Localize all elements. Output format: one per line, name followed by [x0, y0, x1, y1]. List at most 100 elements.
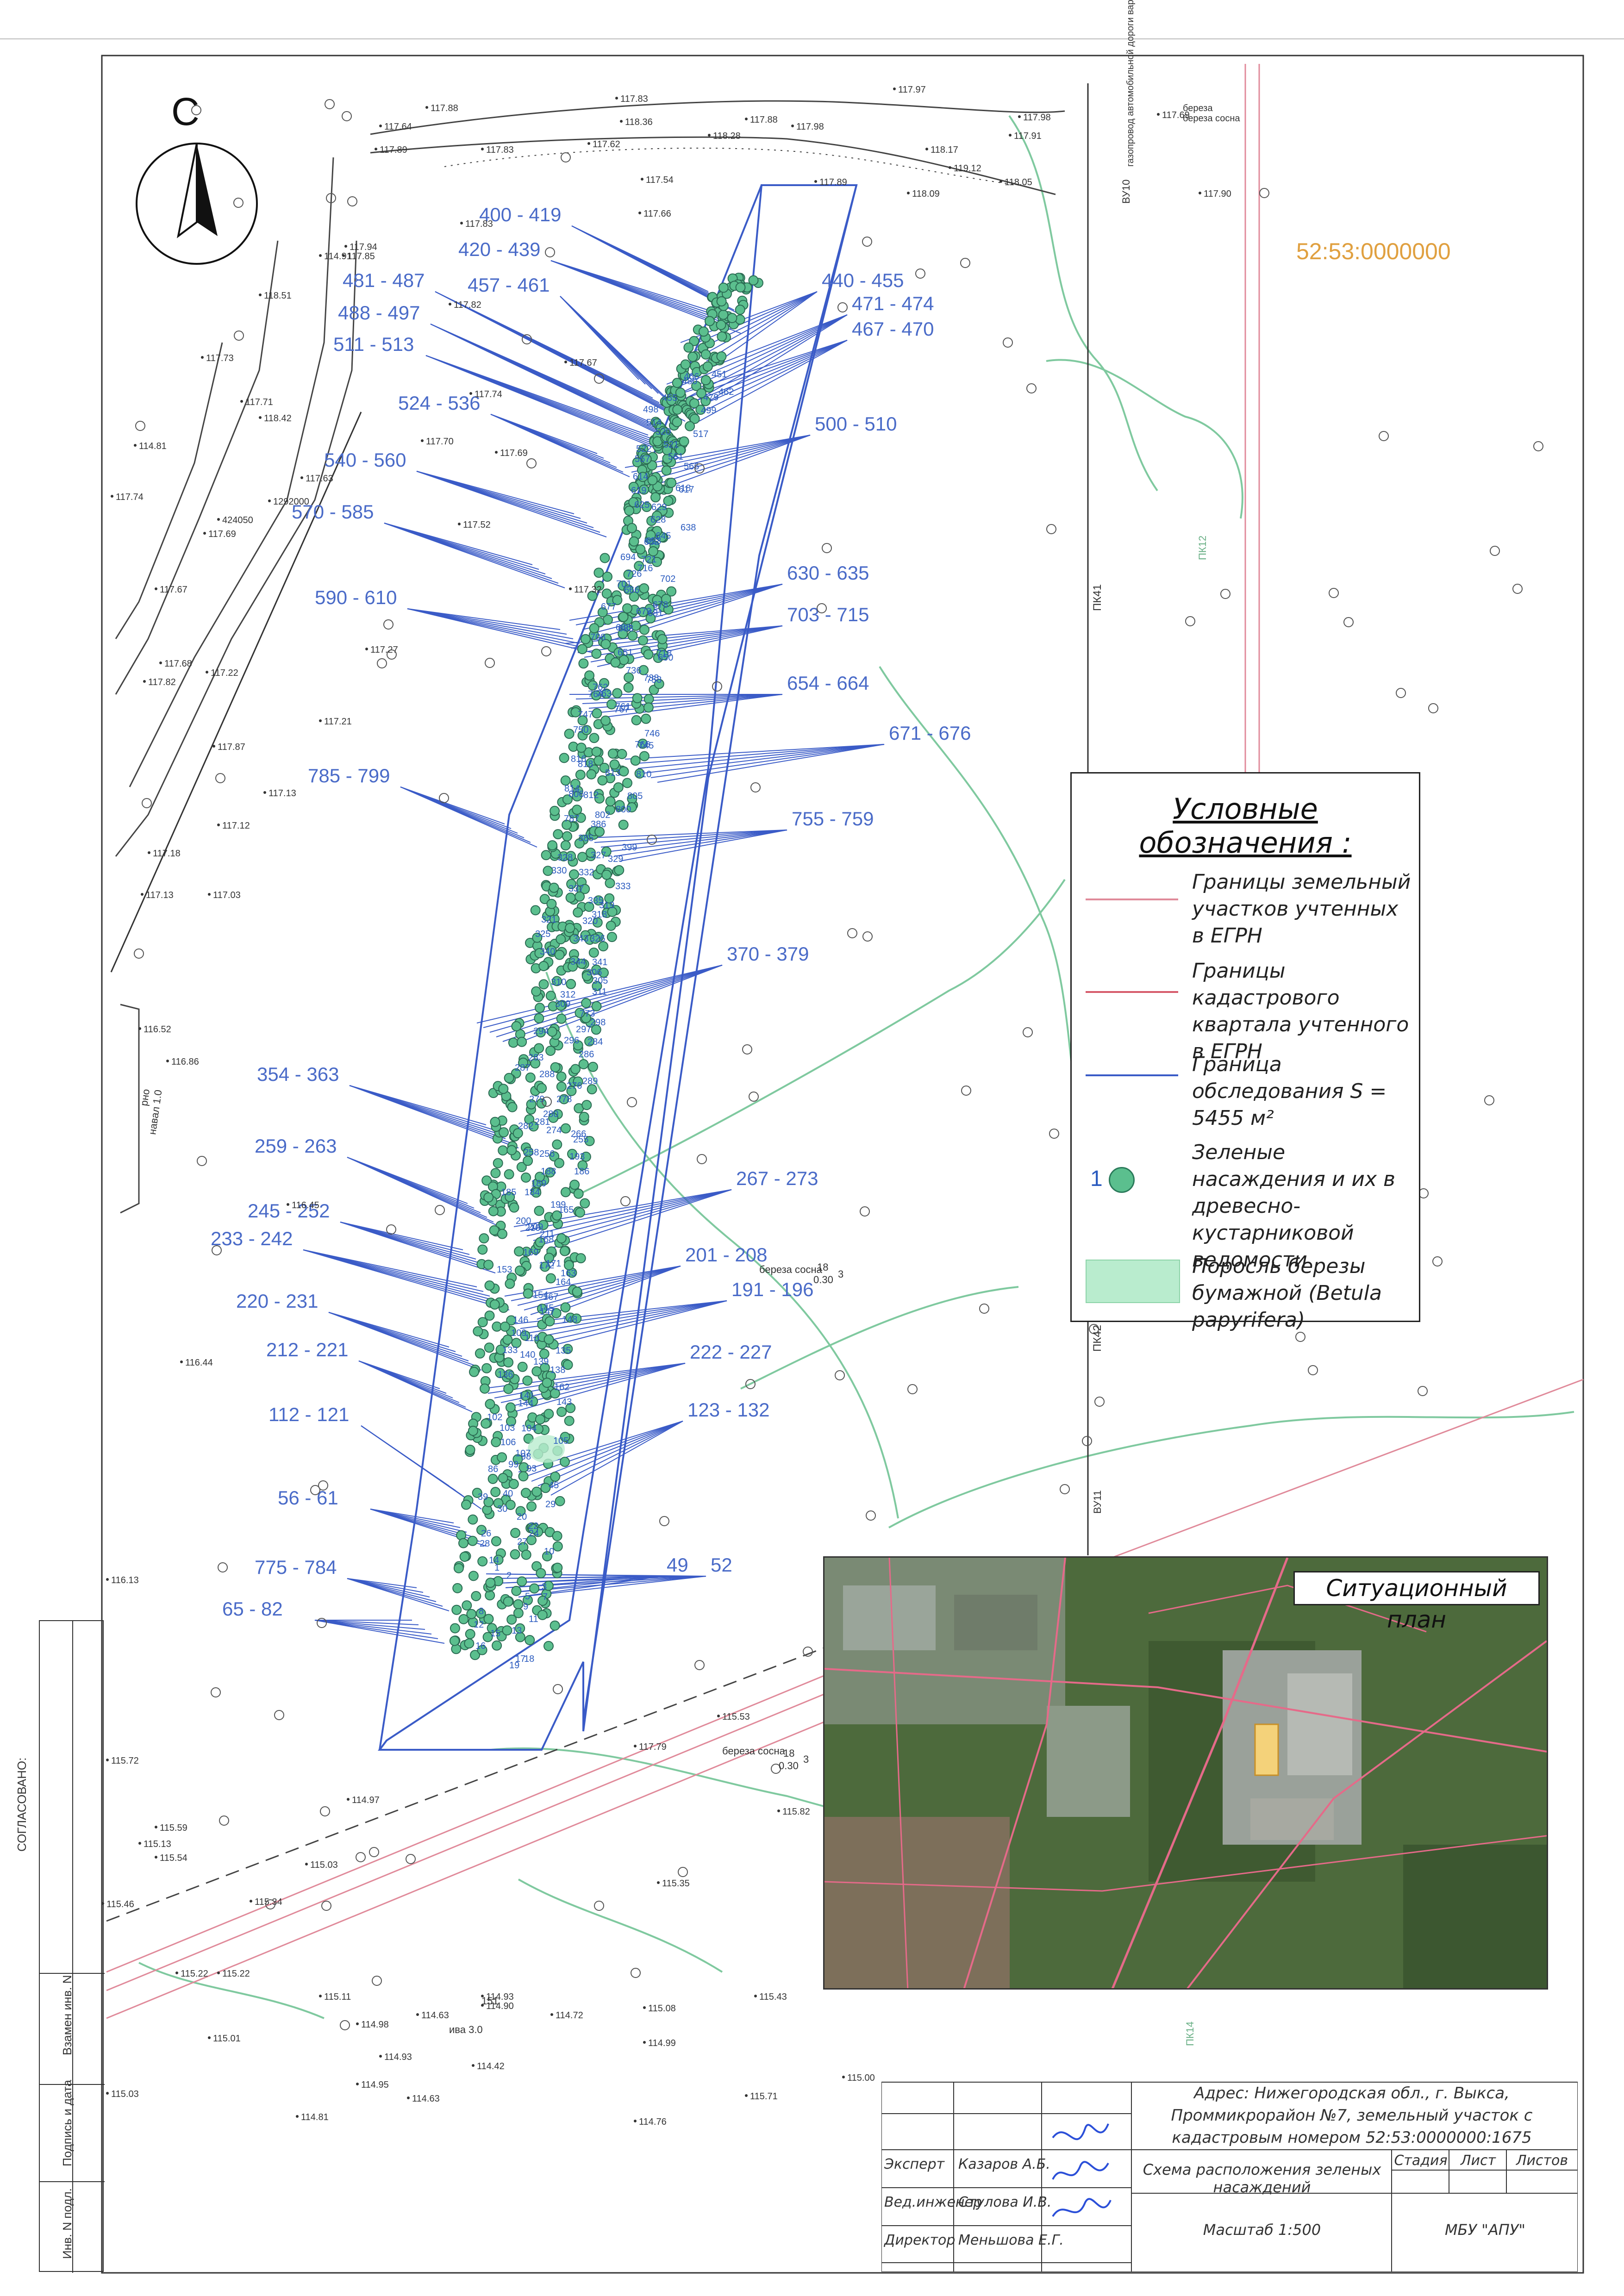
tree-marker — [518, 1471, 529, 1482]
tree-number: 12 — [474, 1620, 484, 1630]
group-label: 755 - 759 — [792, 808, 874, 830]
tree-marker — [718, 282, 729, 293]
survey-point — [1428, 703, 1438, 713]
elevation-label: 117.12 — [222, 821, 250, 831]
tree-number: 319 — [599, 900, 614, 911]
tree-number: 258 — [524, 1148, 539, 1158]
elevation-label: 118.51 — [264, 291, 292, 301]
tree-marker — [716, 351, 727, 362]
tree-marker — [590, 933, 600, 944]
tree-number: 666 — [624, 585, 639, 595]
leader-line — [600, 830, 787, 848]
tree-marker — [528, 1523, 538, 1534]
tree-number: 210 — [525, 1223, 540, 1233]
survey-point — [915, 268, 925, 279]
tree-number: 279 — [529, 1094, 544, 1104]
tree-number: 105 — [553, 1436, 568, 1446]
tree-marker — [672, 417, 682, 427]
leader-line — [613, 830, 787, 857]
tree-number: 287 — [515, 1063, 530, 1073]
tree-marker — [575, 812, 586, 823]
legend-item-survey: Граница обследования S = 5455 м² — [1192, 1053, 1387, 1130]
survey-point — [1343, 617, 1354, 627]
elevation-dot — [638, 212, 641, 214]
tree-marker — [536, 1027, 546, 1038]
tree-marker — [485, 1399, 495, 1410]
tree-marker — [584, 670, 595, 681]
elevation-dot — [949, 166, 951, 169]
tree-number: 736 — [626, 666, 641, 676]
fraction-1-top: 18 — [817, 1261, 828, 1273]
tree-marker — [493, 1158, 503, 1168]
survey-point — [553, 1684, 563, 1694]
tree-number: 193 — [569, 1152, 585, 1162]
leader-line — [620, 830, 787, 861]
tree-number: 136 — [498, 1370, 513, 1380]
birch-growth-patch — [528, 1435, 565, 1463]
north-letter: С — [171, 90, 200, 133]
elevation-label: 116.52 — [144, 1024, 171, 1035]
leader-line — [650, 744, 885, 778]
tree-marker — [546, 945, 557, 956]
elevation-label: 117.63 — [306, 474, 333, 484]
survey-point — [212, 1245, 222, 1255]
elevation-label: 115.34 — [255, 1897, 282, 1907]
tree-number: 617 — [679, 485, 694, 495]
tree-marker — [547, 1026, 557, 1037]
tree-marker — [483, 1192, 494, 1203]
elevation-dot — [791, 125, 794, 127]
agreed-label: СОГЛАСОВАНО: — [15, 1757, 29, 1852]
tree-marker — [480, 1383, 490, 1394]
tree-number: 110 — [525, 1333, 539, 1343]
tree-marker — [695, 405, 706, 415]
elevation-label: 424050 — [222, 515, 253, 525]
survey-point — [1082, 1436, 1092, 1446]
signature-2 — [1052, 2161, 1109, 2180]
survey-point — [866, 1510, 876, 1521]
stage-col: Стадия — [1394, 2152, 1448, 2169]
survey-point — [439, 793, 449, 803]
elevation-label: 114.81 — [301, 2112, 329, 2122]
survey-point — [771, 1764, 781, 1774]
elevation-label: 115.35 — [662, 1878, 690, 1889]
elevation-dot — [421, 439, 424, 442]
tree-number: 28 — [480, 1539, 490, 1549]
elevation-label: 117.82 — [148, 677, 176, 687]
leader-line — [526, 1189, 732, 1236]
tree-number: 787 — [564, 814, 579, 824]
elevation-label: 117.98 — [1023, 112, 1051, 123]
tree-marker — [600, 553, 610, 563]
tree-number: 677 — [601, 602, 616, 612]
elevation-dot — [155, 1826, 157, 1828]
survey-point — [191, 105, 201, 115]
tree-marker — [716, 320, 726, 330]
tree-number: 189 — [531, 1179, 546, 1189]
leader-line — [416, 471, 607, 537]
pk12-label: ПК12 — [1197, 536, 1208, 560]
birch-pine-label-1: береза — [1183, 103, 1213, 113]
tree-marker — [539, 894, 550, 905]
tree-marker — [477, 1244, 488, 1255]
tree-marker — [591, 747, 602, 757]
tree-number: 645 — [656, 531, 671, 541]
tree-marker — [452, 1583, 463, 1593]
elevation-label: 117.87 — [218, 742, 245, 752]
tree-marker — [556, 1000, 566, 1011]
tree-marker — [535, 1172, 545, 1182]
tree-number: 753 — [646, 675, 662, 685]
tree-marker — [637, 472, 648, 482]
tree-marker — [626, 802, 637, 812]
tree-marker — [545, 1167, 556, 1178]
elevation-dot — [138, 1027, 141, 1030]
group-label: 212 - 221 — [266, 1339, 348, 1360]
tree-marker — [502, 1335, 513, 1345]
elevation-dot — [180, 1360, 183, 1363]
leader-line — [625, 744, 885, 760]
tree-marker — [468, 1571, 479, 1581]
group-label: 201 - 208 — [685, 1244, 767, 1266]
tree-marker — [577, 715, 588, 726]
tree-marker — [618, 611, 629, 622]
elevation-dot — [925, 148, 928, 150]
name-expert: Казаров А.Б. — [958, 2156, 1050, 2172]
elevation-dot — [907, 192, 910, 194]
